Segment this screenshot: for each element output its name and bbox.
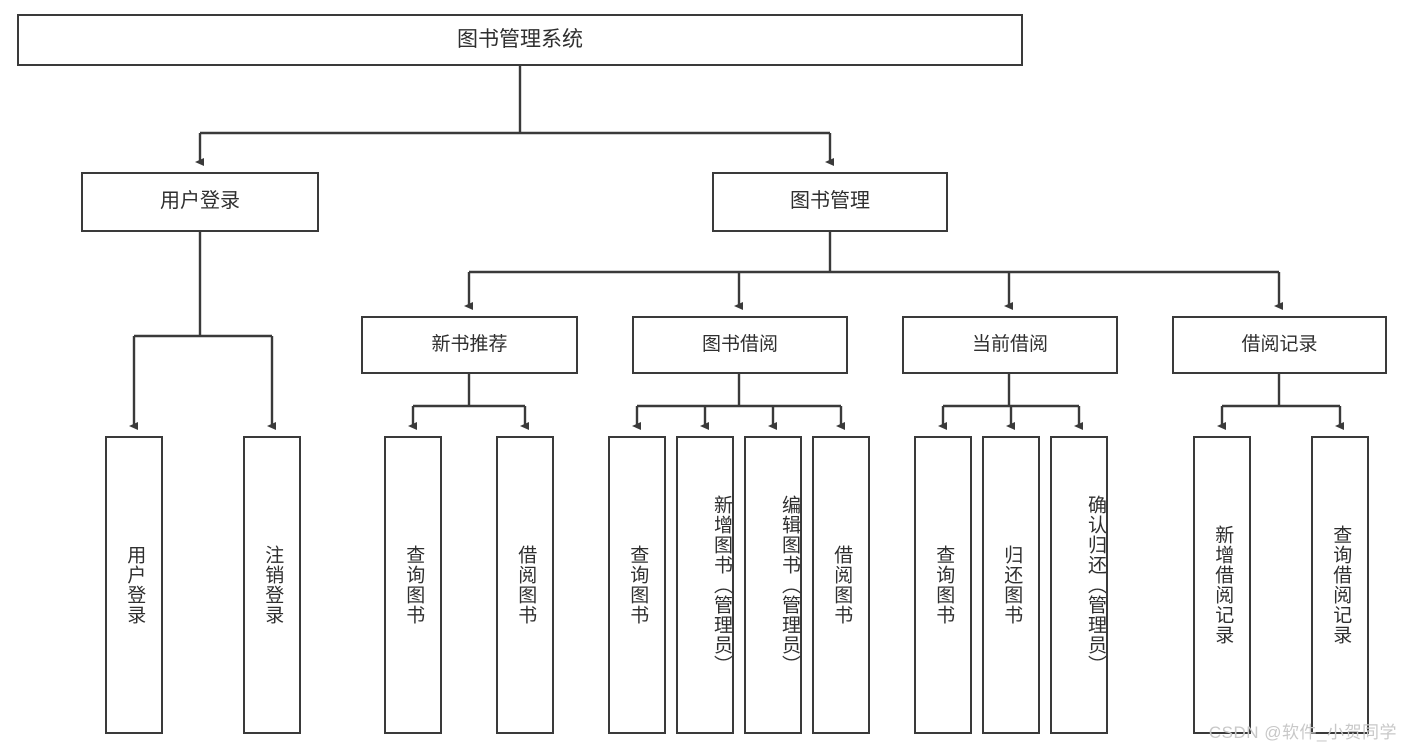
leaf-record-add-record[interactable]: 新增借阅记录 bbox=[1193, 436, 1251, 734]
node-user-login[interactable]: 用户登录 bbox=[81, 172, 319, 232]
leaf-recommend-query-book[interactable]: 查询图书 bbox=[384, 436, 442, 734]
leaf-borrow-edit-book-admin[interactable]: 编辑图书（管理员） bbox=[744, 436, 802, 734]
leaf-user-login-logout[interactable]: 注销登录 bbox=[243, 436, 301, 734]
leaf-current-query-book[interactable]: 查询图书 bbox=[914, 436, 972, 734]
leaf-record-query-record[interactable]: 查询借阅记录 bbox=[1311, 436, 1369, 734]
leaf-borrow-borrow-book[interactable]: 借阅图书 bbox=[812, 436, 870, 734]
node-borrow-record[interactable]: 借阅记录 bbox=[1172, 316, 1387, 374]
leaf-current-return-book[interactable]: 归还图书 bbox=[982, 436, 1040, 734]
watermark: CSDN @软件_小贺同学 bbox=[1208, 723, 1397, 742]
node-root-system[interactable]: 图书管理系统 bbox=[17, 14, 1023, 66]
node-book-borrow[interactable]: 图书借阅 bbox=[632, 316, 848, 374]
leaf-current-confirm-return-admin[interactable]: 确认归还（管理员） bbox=[1050, 436, 1108, 734]
node-new-book-recommend[interactable]: 新书推荐 bbox=[361, 316, 578, 374]
leaf-user-login-login[interactable]: 用户登录 bbox=[105, 436, 163, 734]
leaf-recommend-borrow-book[interactable]: 借阅图书 bbox=[496, 436, 554, 734]
leaf-borrow-query-book[interactable]: 查询图书 bbox=[608, 436, 666, 734]
node-current-borrow[interactable]: 当前借阅 bbox=[902, 316, 1118, 374]
node-book-management[interactable]: 图书管理 bbox=[712, 172, 948, 232]
leaf-borrow-add-book-admin[interactable]: 新增图书（管理员） bbox=[676, 436, 734, 734]
